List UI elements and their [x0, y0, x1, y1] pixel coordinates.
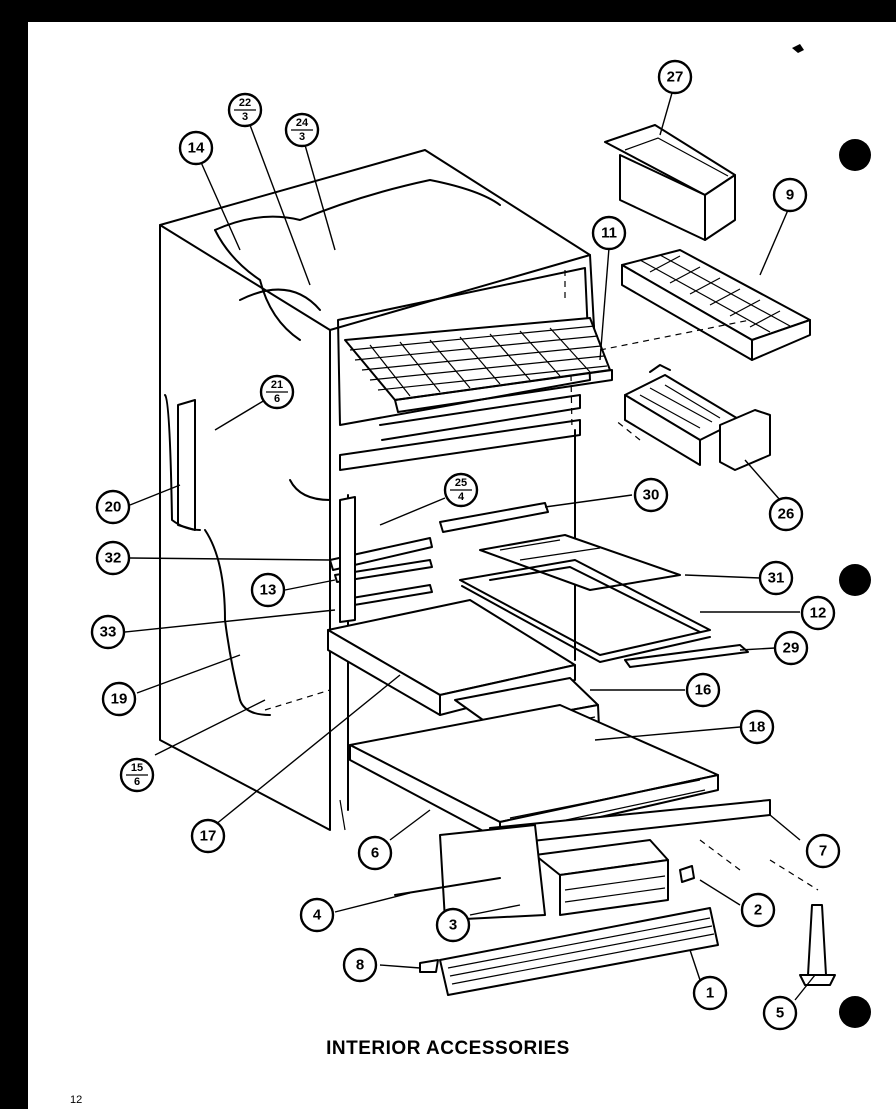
- callout-32: 32: [95, 540, 131, 576]
- svg-text:3: 3: [449, 917, 457, 934]
- part-2: [679, 865, 695, 883]
- grille-clip: [419, 959, 439, 973]
- leader-lines: [124, 92, 816, 1001]
- callout-18: 18: [739, 709, 775, 745]
- callout-4: 4: [299, 897, 335, 933]
- callout-14: 14: [178, 130, 214, 166]
- callout-6: 6: [357, 835, 393, 871]
- svg-text:21: 21: [271, 379, 283, 391]
- svg-text:32: 32: [105, 550, 122, 567]
- callout-29: 29: [773, 630, 809, 666]
- svg-text:1: 1: [706, 985, 714, 1002]
- freezer-shelf-wires: [349, 325, 608, 397]
- svg-text:4: 4: [458, 491, 465, 503]
- callout-7: 7: [805, 833, 841, 869]
- svg-text:13: 13: [260, 582, 277, 599]
- svg-text:15: 15: [131, 762, 143, 774]
- svg-text:4: 4: [313, 907, 322, 924]
- callout-31: 31: [758, 560, 794, 596]
- speck-mark: [792, 44, 804, 53]
- callout-2: 2: [740, 892, 776, 928]
- callout-3: 3: [435, 907, 471, 943]
- callout-30: 30: [633, 477, 669, 513]
- callout-15-6: 156: [119, 757, 155, 793]
- callout-20: 20: [95, 489, 131, 525]
- svg-text:25: 25: [455, 477, 467, 489]
- left-duct: [177, 399, 196, 531]
- svg-text:31: 31: [768, 570, 785, 587]
- binder-holes: [792, 44, 871, 1028]
- svg-text:24: 24: [296, 117, 309, 129]
- callout-9: 9: [772, 177, 808, 213]
- callout-19: 19: [101, 681, 137, 717]
- svg-text:8: 8: [356, 957, 364, 974]
- callout-25-4: 254: [443, 472, 479, 508]
- svg-text:11: 11: [601, 225, 617, 242]
- callout-26: 26: [768, 496, 804, 532]
- svg-text:29: 29: [783, 640, 800, 657]
- svg-text:22: 22: [239, 97, 251, 109]
- callouts: 27 9 11 14 223 243 216 20 254 30 26 32 1…: [90, 59, 841, 1031]
- diagram-title: INTERIOR ACCESSORIES: [326, 1038, 570, 1059]
- meat-keeper: [349, 704, 771, 921]
- ice-bucket: [604, 124, 736, 241]
- callout-33: 33: [90, 614, 126, 650]
- ice-tray: [621, 249, 811, 361]
- callout-11: 11: [591, 215, 627, 251]
- callout-5: 5: [762, 995, 798, 1031]
- binder-hole-bottom: [839, 996, 871, 1028]
- svg-text:5: 5: [776, 1005, 784, 1022]
- svg-text:20: 20: [105, 499, 122, 516]
- cabinet: [159, 149, 613, 831]
- glass-shelf: [459, 534, 749, 668]
- leveling-leg: [799, 904, 836, 986]
- svg-text:16: 16: [695, 682, 712, 699]
- svg-text:3: 3: [299, 131, 305, 143]
- binder-hole-middle: [839, 564, 871, 596]
- svg-text:6: 6: [274, 393, 280, 405]
- svg-text:14: 14: [188, 140, 205, 157]
- callout-16: 16: [685, 672, 721, 708]
- svg-text:3: 3: [242, 111, 248, 123]
- svg-text:26: 26: [778, 506, 795, 523]
- svg-text:7: 7: [819, 843, 827, 860]
- svg-text:17: 17: [200, 828, 217, 845]
- svg-text:30: 30: [643, 487, 660, 504]
- callout-1: 1: [692, 975, 728, 1011]
- svg-text:2: 2: [754, 902, 762, 919]
- shelf-supports: [329, 496, 549, 623]
- callout-24-3: 243: [284, 112, 320, 148]
- callout-27: 27: [657, 59, 693, 95]
- callout-8: 8: [342, 947, 378, 983]
- svg-text:27: 27: [667, 69, 684, 86]
- page-number: 12: [70, 1094, 83, 1106]
- callout-17: 17: [190, 818, 226, 854]
- binder-hole-top: [839, 139, 871, 171]
- callout-12: 12: [800, 595, 836, 631]
- callout-13: 13: [250, 572, 286, 608]
- callout-21-6: 216: [259, 374, 295, 410]
- svg-text:12: 12: [810, 605, 827, 622]
- svg-text:9: 9: [786, 187, 794, 204]
- shelf-trim: [624, 644, 749, 668]
- svg-text:19: 19: [111, 691, 128, 708]
- svg-text:6: 6: [371, 845, 379, 862]
- alignment-lines: [264, 319, 819, 891]
- base-grille: [419, 907, 719, 996]
- svg-text:33: 33: [100, 624, 117, 641]
- svg-text:18: 18: [749, 719, 766, 736]
- svg-text:6: 6: [134, 776, 140, 788]
- ice-maker: [624, 364, 771, 471]
- callout-22-3: 223: [227, 92, 263, 128]
